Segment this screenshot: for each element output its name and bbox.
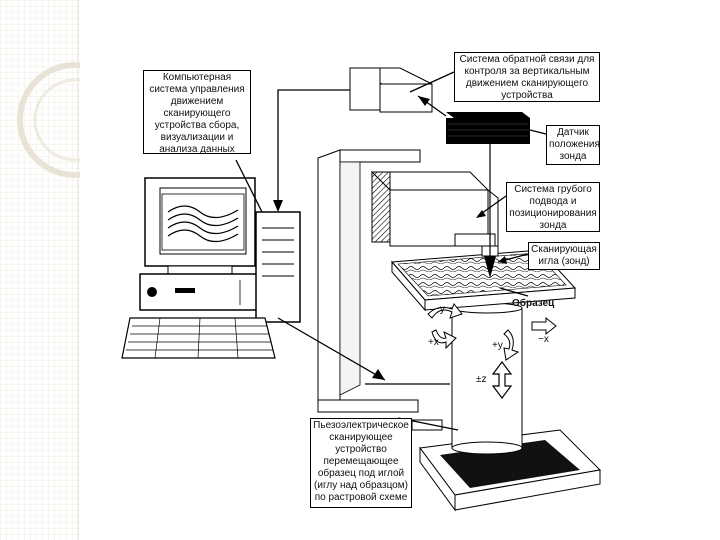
computer [121,177,301,359]
label-computer-system: Компьютерная система управления движение… [143,70,251,155]
label-feedback-system: Система обратной связи для контроля за в… [454,52,600,102]
feedback-controller-box [349,67,433,113]
label-scanning-needle: Сканирующая игла (зонд) [528,242,600,270]
axis-label-plus-x: +x [428,337,439,348]
axis-label-pm-z: ±z [476,374,487,385]
xy-axis-arrows-icon [427,303,557,361]
scanning-needle-tip [484,256,496,278]
z-axis-arrow-icon [491,361,513,399]
arrow-head [498,256,507,264]
arrow-head [476,210,486,218]
piezo-cylinder [451,302,523,455]
label-piezo-scanner: Пьезоэлектрическое сканирующее устройств… [310,418,412,508]
coarse-approach-block [370,171,499,257]
axis-label-minus-x: −x [538,334,549,345]
axis-label-minus-y: −y [434,304,445,315]
label-sample: Образец [512,298,555,309]
label-coarse-approach: Система грубого подвода и позиционирован… [506,182,600,232]
label-position-sensor: Датчик положения зонда [546,125,600,165]
instrument-frame [317,149,443,431]
decorative-border [0,0,80,540]
position-sensor-block [446,112,530,144]
axis-label-plus-y: +y [492,340,503,351]
